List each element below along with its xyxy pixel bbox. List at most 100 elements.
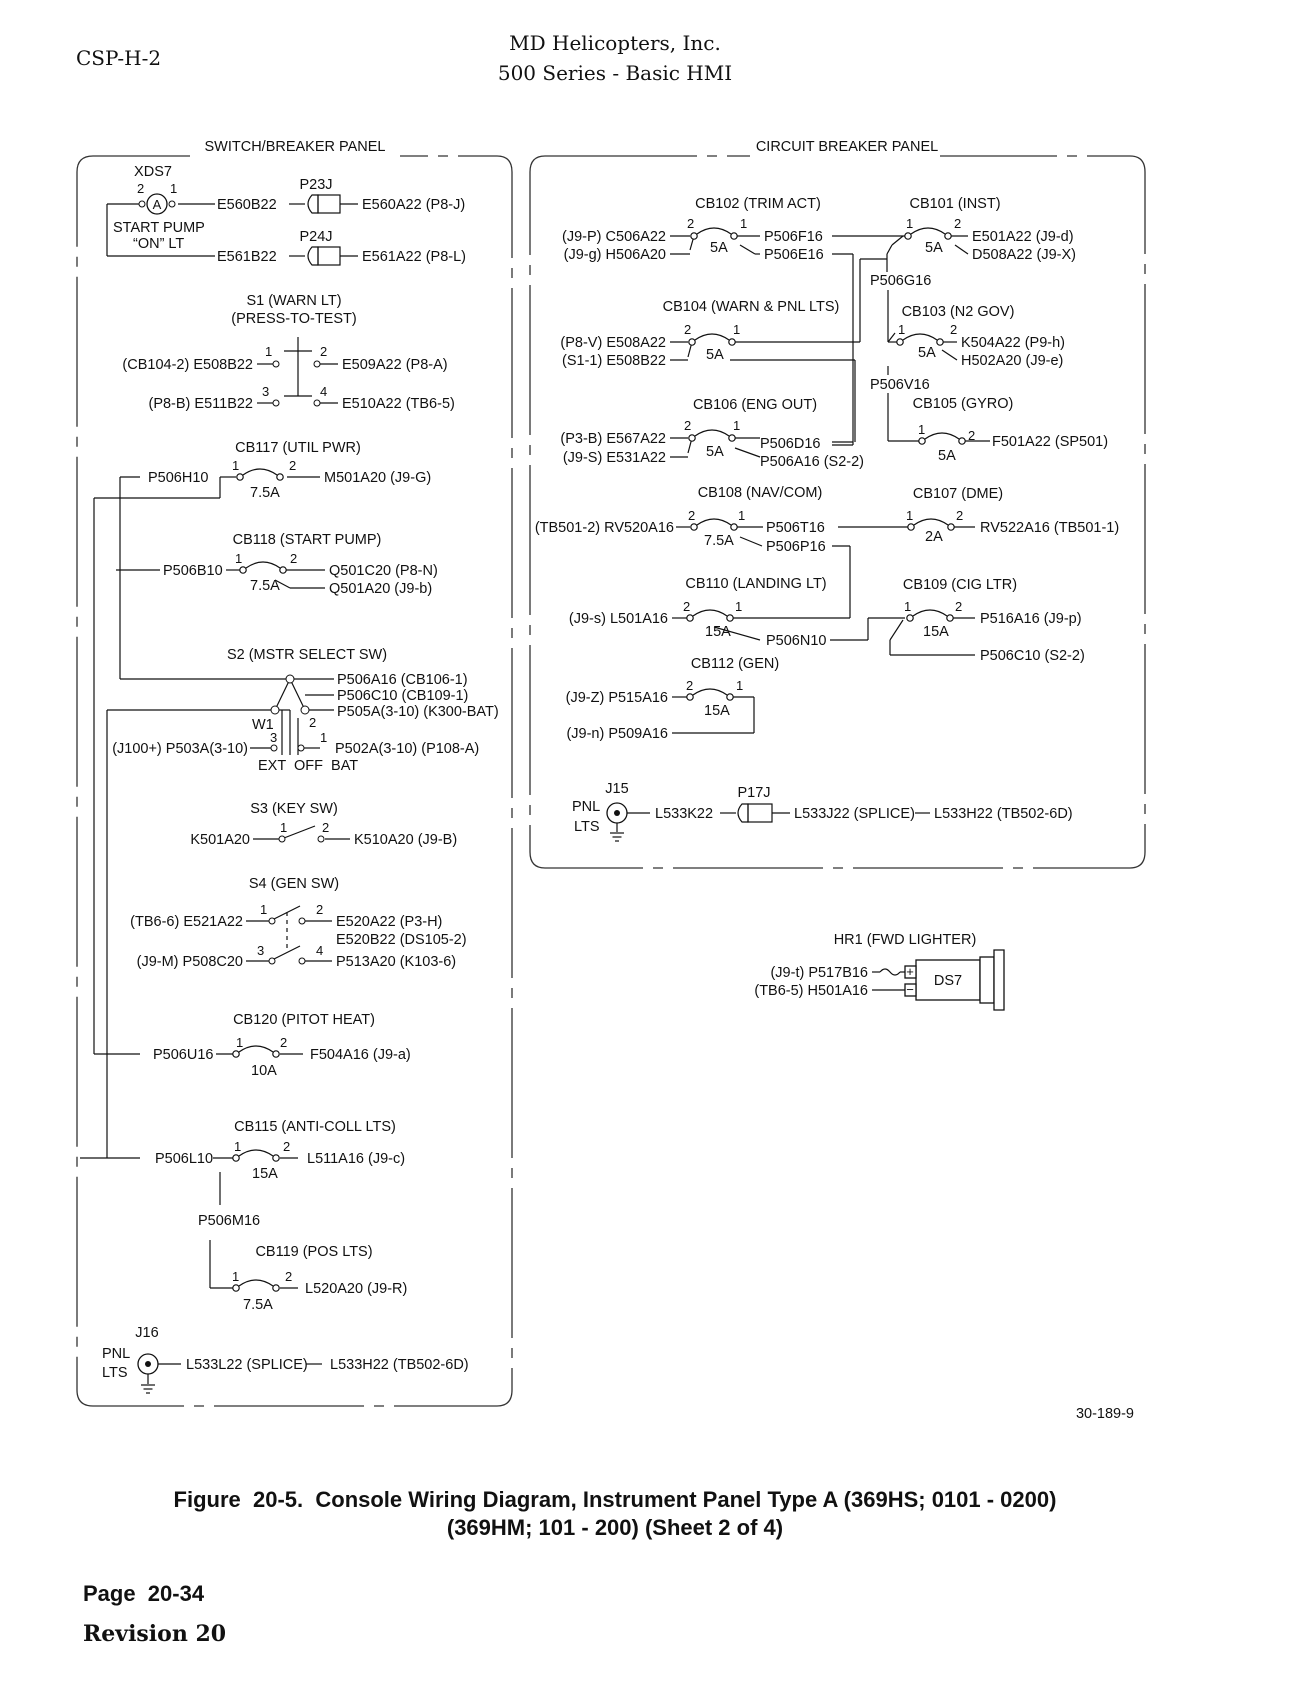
cb107-rating: 2A: [925, 529, 943, 545]
s2-right: P502A(3-10) (P108-A): [335, 741, 479, 757]
s3-p1: 1: [280, 820, 287, 835]
page-number: Page 20-34: [83, 1581, 205, 1606]
cb101-p1: 1: [906, 216, 913, 231]
cb110-rating: 15A: [705, 624, 731, 640]
cb115-title: CB115 (ANTI-COLL LTS): [234, 1119, 396, 1135]
j15-ref: J15: [605, 781, 628, 797]
s2-p3: 3: [270, 730, 277, 745]
cb101-rating: 5A: [925, 240, 943, 256]
cb118-title: CB118 (START PUMP): [233, 532, 382, 548]
hr1-in2: (TB6-5) H501A16: [754, 983, 868, 999]
document-id: CSP-H-2: [76, 46, 162, 70]
j16-wire1: L533L22 (SPLICE): [186, 1357, 308, 1373]
cb102-title: CB102 (TRIM ACT): [695, 196, 821, 212]
xds7-lamp-icon: [146, 193, 168, 215]
cb104-rating: 5A: [706, 347, 724, 363]
j16-wire2: L533H22 (TB502-6D): [330, 1357, 469, 1373]
cb115-input: P506L10: [155, 1151, 213, 1167]
figure-caption-line1: Figure 20-5. Console Wiring Diagram, Ins…: [173, 1487, 1057, 1512]
s1-right1: E509A22 (P8-A): [342, 357, 448, 373]
cb115-rating: 15A: [252, 1166, 278, 1182]
cb102-out1: P506F16: [764, 229, 823, 245]
s2-out3: P505A(3-10) (K300-BAT): [337, 704, 499, 720]
cb115-p1: 1: [234, 1139, 241, 1154]
cb120-p2: 2: [280, 1035, 287, 1050]
hr1-in1: (J9-t) P517B16: [770, 965, 868, 981]
s1-title: S1 (WARN LT): [246, 293, 341, 309]
figure-caption-line2: (369HM; 101 - 200) (Sheet 2 of 4): [446, 1515, 784, 1540]
cb112-p2: 2: [686, 678, 693, 693]
cb120-rating: 10A: [251, 1063, 277, 1079]
hr1-plus: +: [906, 964, 914, 979]
conn-p24j: P24J: [299, 229, 332, 245]
j16-label1: PNL: [102, 1346, 130, 1362]
cb109-out2: P506C10 (S2-2): [980, 648, 1085, 664]
s2-w1: W1: [252, 717, 274, 733]
hr1-title: HR1 (FWD LIGHTER): [834, 932, 977, 948]
s3-right: K510A20 (J9-B): [354, 832, 457, 848]
j15-wire2: L533J22 (SPLICE): [794, 806, 915, 822]
cb106-p2: 2: [684, 418, 691, 433]
s2-positions: EXT OFF BAT: [258, 758, 358, 774]
j16-ref: J16: [135, 1325, 158, 1341]
s1-subtitle: (PRESS-TO-TEST): [231, 311, 356, 327]
xds7-pin2: 2: [137, 181, 144, 196]
cb103-branch: P506V16: [870, 377, 930, 393]
s3-title: S3 (KEY SW): [250, 801, 338, 817]
xds7-pin1: 1: [170, 181, 177, 196]
right-panel-labels: CB102 (TRIM ACT) (J9-P) C506A22 (J9-g) H…: [535, 196, 1119, 999]
s4-left1: (TB6-6) E521A22: [130, 914, 243, 930]
cb104-p1: 1: [733, 322, 740, 337]
left-panel-title: SWITCH/BREAKER PANEL: [204, 139, 385, 155]
cb110-out: P506N10: [766, 633, 826, 649]
left-panel-components: [137, 193, 325, 1394]
cb102-out2: P506E16: [764, 247, 824, 263]
cb102-in1: (J9-P) C506A22: [562, 229, 666, 245]
cb107-p2: 2: [956, 508, 963, 523]
cb108-title: CB108 (NAV/COM): [698, 485, 823, 501]
cb117-breaker-icon: [236, 468, 284, 481]
s4-p3: 3: [257, 943, 264, 958]
j15-wire3: L533H22 (TB502-6D): [934, 806, 1073, 822]
xds7-wire-top: E560B22: [217, 197, 277, 213]
s3-p2: 2: [322, 820, 329, 835]
cb107-title: CB107 (DME): [913, 486, 1003, 502]
s1-p4: 4: [320, 384, 327, 399]
cb105-out: F501A22 (SP501): [992, 434, 1108, 450]
hr1-minus: −: [906, 982, 914, 997]
cb105-rating: 5A: [938, 448, 956, 464]
j16-label2: LTS: [102, 1365, 128, 1381]
cb106-in1: (P3-B) E567A22: [560, 431, 666, 447]
cb120-output: F504A16 (J9-a): [310, 1047, 411, 1063]
cb110-breaker-icon: [686, 609, 734, 622]
cb105-breaker-icon: [918, 432, 966, 445]
cb108-p2: 2: [688, 508, 695, 523]
cb117-input: P506H10: [148, 470, 208, 486]
cb102-rating: 5A: [710, 240, 728, 256]
right-panel-components: [606, 227, 1005, 1011]
cb117-output: M501A20 (J9-G): [324, 470, 431, 486]
cb108-p1: 1: [738, 508, 745, 523]
cb102-p2: 2: [687, 216, 694, 231]
s4-right1b: E520B22 (DS105-2): [336, 932, 467, 948]
cb109-p2: 2: [955, 599, 962, 614]
cb106-out2: P506A16 (S2-2): [760, 454, 864, 470]
cb108-in: (TB501-2) RV520A16: [535, 520, 674, 536]
cb120-p1: 1: [236, 1035, 243, 1050]
xds7-label1: START PUMP: [113, 220, 205, 236]
cb109-out1: P516A16 (J9-p): [980, 611, 1082, 627]
cb120-input: P506U16: [153, 1047, 213, 1063]
cb106-breaker-icon: [688, 429, 736, 442]
cb112-rating: 15A: [704, 703, 730, 719]
left-panel-labels: XDS7 2 1 A START PUMP “ON” LT E560B22 E5…: [102, 164, 499, 1381]
cb119-title: CB119 (POS LTS): [255, 1244, 372, 1260]
lighter-icon: [904, 949, 1005, 1011]
cb103-rating: 5A: [918, 345, 936, 361]
cb103-out1: K504A22 (P9-h): [961, 335, 1065, 351]
cb101-out2: D508A22 (J9-X): [972, 247, 1076, 263]
s4-p1: 1: [260, 902, 267, 917]
cb119-breaker-icon: [232, 1279, 280, 1292]
wiring-diagram: SWITCH/BREAKER PANEL CIRCUIT BREAKER PAN…: [76, 139, 1146, 1422]
drawing-number: 30-189-9: [1076, 1406, 1134, 1422]
cb115-output: L511A16 (J9-c): [307, 1151, 405, 1167]
